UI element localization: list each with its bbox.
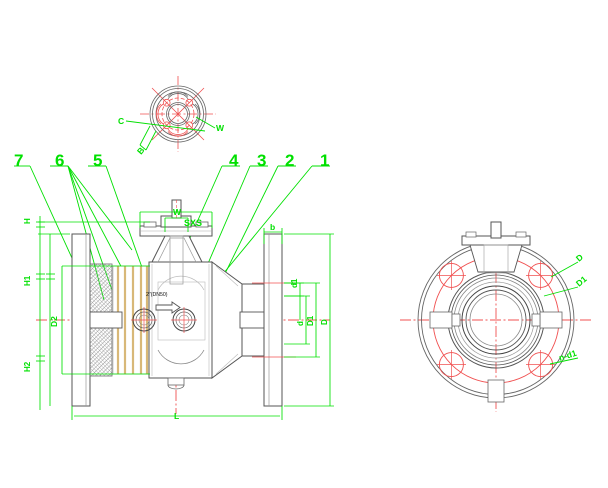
dimension-label-D: D — [320, 319, 329, 325]
stem-and-mounting-pad — [139, 199, 213, 285]
right-view-actuator-pad — [461, 221, 531, 274]
top-view-label-w: W — [216, 123, 225, 133]
dimension-label-h1: H1 — [23, 275, 32, 286]
left-stub-spigot — [89, 311, 123, 329]
callout-number-2: 2 — [285, 151, 294, 170]
dimension-label-b: b — [270, 222, 275, 232]
top-view-leaders — [125, 116, 216, 151]
right-view-leaders — [543, 261, 579, 365]
right-view: D D1 n-d1 — [400, 221, 592, 412]
seat-ring-details — [131, 307, 197, 333]
callout-number-7: 7 — [14, 151, 23, 170]
callout-number-3: 3 — [257, 151, 266, 170]
seat-ring-right — [171, 307, 197, 333]
callout-number-6: 6 — [55, 151, 64, 170]
callout-number-1: 1 — [320, 151, 329, 170]
callout-number-5: 5 — [93, 151, 102, 170]
right-view-label-D: D — [574, 252, 585, 264]
dimension-label-sxs: SXS — [184, 218, 202, 228]
valve-body — [148, 261, 213, 390]
top-view: C W B — [118, 76, 225, 156]
front-view: 2"(DN50) — [23, 199, 334, 421]
seat-ring-left — [131, 307, 157, 333]
front-view-dimensions — [36, 211, 334, 420]
top-view-label-c: C — [118, 116, 124, 126]
dimension-label-h: H — [23, 218, 32, 224]
callout-number-4: 4 — [229, 151, 239, 170]
right-view-side-lugs — [429, 311, 563, 329]
top-view-bolt-circle — [161, 97, 195, 131]
top-view-arc-slots — [155, 91, 201, 137]
dimension-label-d1-small: d1 — [290, 278, 299, 288]
dimension-label-D1: D1 — [306, 315, 315, 326]
dimension-label-d2: D2 — [49, 316, 59, 327]
right-view-bottom-stub — [487, 379, 505, 403]
dimension-label-d-small: d — [296, 321, 305, 326]
callout-group: 7 6 5 4 3 2 1 — [14, 151, 330, 301]
dimension-label-h2: H2 — [23, 361, 32, 372]
right-view-bolt-holes — [437, 261, 555, 379]
left-flange — [71, 233, 91, 407]
nominal-size-note: 2"(DN50) — [146, 292, 168, 298]
right-flange — [263, 233, 283, 407]
top-view-label-b: B — [135, 145, 147, 156]
flow-direction-arrow — [155, 301, 181, 314]
dimension-label-w: W — [173, 207, 182, 217]
dimension-label-L: L — [174, 411, 179, 421]
